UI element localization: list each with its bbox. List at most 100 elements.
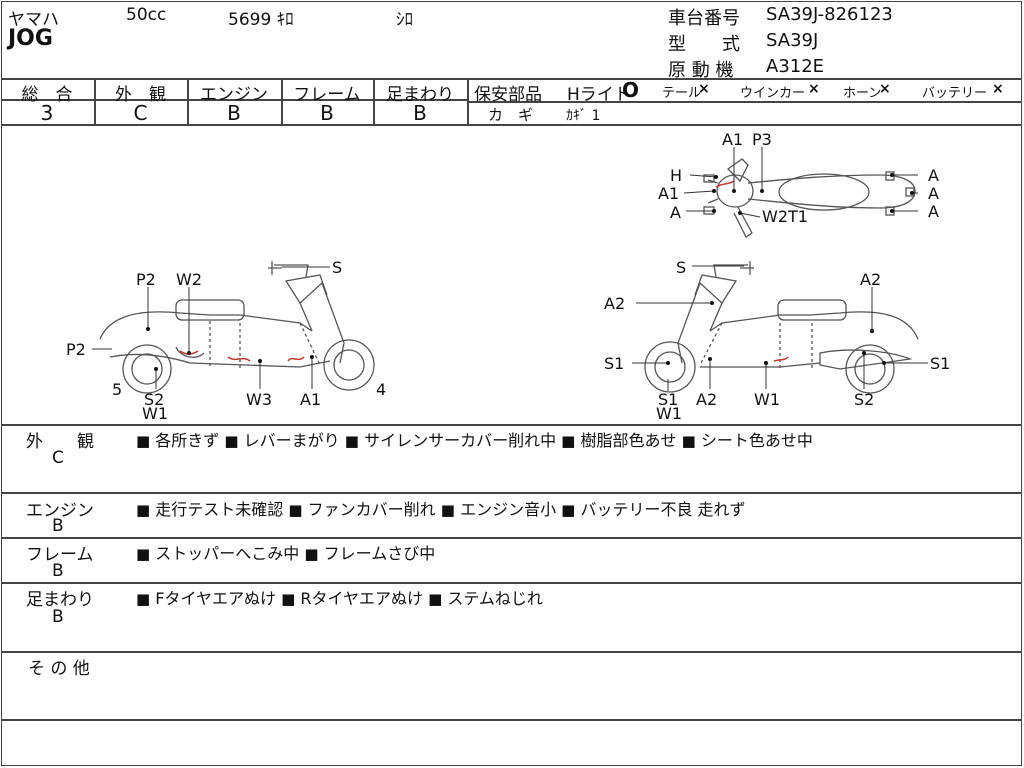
section-other-label: そ の 他 [28,659,90,679]
label-left-4: 4 [376,380,386,399]
frame-no-label: 車台番号 [668,8,740,29]
section-exterior-items: ■ 各所きず ■ レバーまがり ■ サイレンサーカバー削れ中 ■ 樹脂部色あせ … [136,431,813,450]
divider [187,78,189,124]
label-right-a2-upper: A2 [860,270,881,289]
label-right-w1: W1 [754,390,780,409]
label-left-s2: S2 [144,390,164,409]
label-left-5: 5 [112,380,122,399]
tail-mark: × [698,81,710,97]
battery-label: バッテリー [922,86,988,101]
label-left-w2: W2 [176,270,202,289]
section-suspension-items: ■ Fタイヤエアぬけ ■ Rタイヤエアぬけ ■ ステムねじれ [136,589,543,608]
model-name: JOG [8,26,53,51]
label-right-s: S [676,258,686,277]
divider [467,101,1022,103]
defect-item: ファンカバー削れ [307,500,436,519]
body-color: ｼﾛ [396,10,413,30]
tail-label: テール [662,86,702,101]
maker: ヤマハ [8,10,59,30]
section-exterior-label: 外 観 [26,432,94,452]
divider [373,78,375,124]
divider [1,651,1022,653]
label-top-p3: P3 [752,130,772,149]
defect-item: フレームさび中 [323,544,436,563]
defect-item: サイレンサーカバー削れ中 [364,431,557,450]
divider [1,492,1022,494]
grade-suspension-label: 足まわり [386,85,454,105]
label-top-a1-upper: A1 [722,130,743,149]
defect-item: ストッパーへこみ中 [155,544,300,563]
right-side-scooter [644,261,919,394]
divider [1,124,1022,126]
label-top-a-3: A [928,202,939,221]
label-right-s2: S2 [854,390,874,409]
section-engine-items: ■ 走行テスト未確認 ■ ファンカバー削れ ■ エンジン音小 ■ バッテリー不良… [136,500,746,519]
label-top-h: H [670,166,682,185]
divider [467,78,469,124]
label-left-w3: W3 [246,390,272,409]
defect-item: 走行テスト未確認 [155,500,284,519]
section-frame-grade: B [52,561,64,581]
grade-frame-value: B [320,101,334,125]
mileage: 5699 ｷﾛ [228,10,294,30]
engine-label: 原 動 機 [668,60,734,81]
divider [1,582,1022,584]
divider [1,537,1022,539]
key-value: ｶｷﾞ 1 [566,108,601,124]
grade-overall-value: 3 [40,101,54,125]
label-right-a2: A2 [696,390,717,409]
winker-label: ウインカー [740,86,806,101]
label-right-w1-lower: W1 [656,404,682,423]
type-value: SA39J [766,30,819,51]
divider [1,719,1022,721]
label-top-w2: W2 [762,207,788,226]
label-left-p2: P2 [66,340,86,359]
label-right-s1: S1 [930,354,950,373]
key-label: カ ギ [488,106,534,124]
label-left-w1: W1 [142,404,168,423]
grade-engine-value: B [227,101,241,125]
label-left-a1: A1 [300,390,321,409]
displacement: 50cc [126,5,167,25]
label-top-a-left: A [670,203,681,222]
horn-label: ホーン [843,86,882,101]
label-left-s: S [332,258,342,277]
label-top-a1: A1 [658,184,679,203]
label-right-a2-left: A2 [604,294,625,313]
winker-mark: × [808,81,820,97]
divider [94,78,96,124]
grade-exterior-value: C [133,101,148,125]
defect-item: バッテリー不良 走れず [580,500,746,519]
left-side-scooter [99,261,375,394]
grade-overall-label: 総 合 [21,85,73,105]
divider [1,99,467,101]
label-top-t1: T1 [787,207,808,226]
grade-frame-label: フレーム [293,85,361,105]
divider [281,78,283,124]
grade-exterior-label: 外 観 [115,85,166,105]
headlight-mark: O [622,78,640,102]
section-exterior-grade: C [52,448,64,468]
headlight-label: Hライト [567,85,631,105]
scooter-diagram: A1 P3 H A1 A W2 T1 A A A S P2 W2 P2 5 S2… [66,130,950,423]
defect-item: 各所きず [155,431,220,450]
defect-item: 樹脂部色あせ [580,431,677,450]
label-right-s1-left: S1 [604,354,624,373]
defect-item: ステムねじれ [447,589,543,608]
horn-mark: × [879,81,891,97]
defect-item: レバーまがり [243,431,340,450]
label-top-a-2: A [928,184,939,203]
battery-mark: × [992,81,1004,97]
divider [1,78,1022,80]
grade-engine-label: エンジン [200,85,268,105]
label-top-a-1: A [928,166,939,185]
section-suspension-label: 足まわり [26,590,94,610]
safety-title: 保安部品 [474,85,542,105]
section-engine-label: エンジン [26,501,94,521]
top-view-scooter [703,158,916,238]
defect-item: Rタイヤエアぬけ [300,589,424,608]
label-right-s1-lower: S1 [658,390,678,409]
engine-value: A312E [766,56,825,77]
section-engine-grade: B [52,516,64,536]
